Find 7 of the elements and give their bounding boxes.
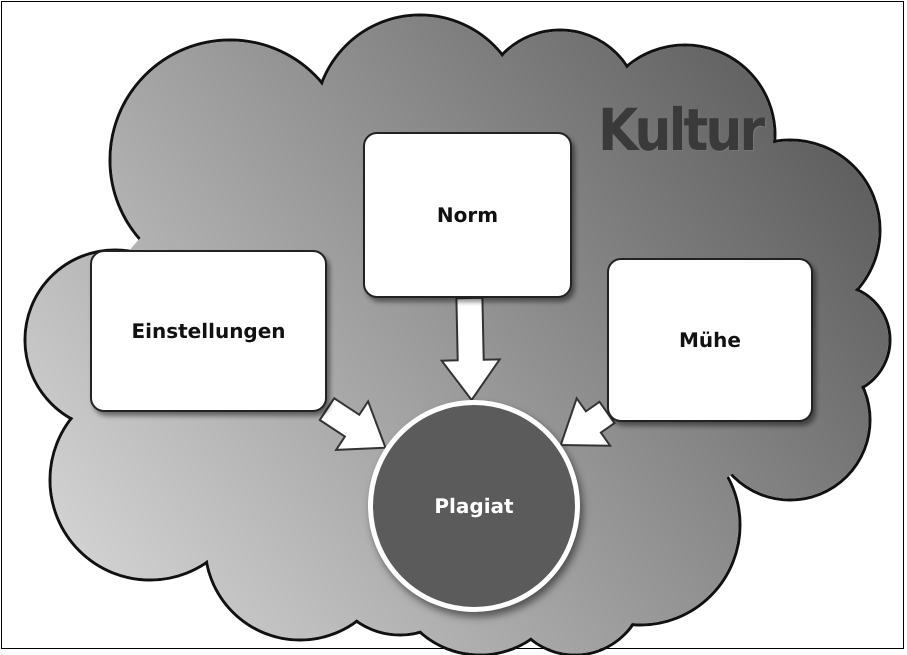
text-box: Norm [363, 132, 572, 298]
cloud-heading: Kultur [598, 96, 762, 164]
text-box: Einstellungen [90, 250, 327, 412]
text-box: Mühe [607, 258, 813, 422]
block-arrow [440, 296, 502, 402]
block-arrow [318, 396, 387, 451]
block-arrow [559, 396, 616, 447]
